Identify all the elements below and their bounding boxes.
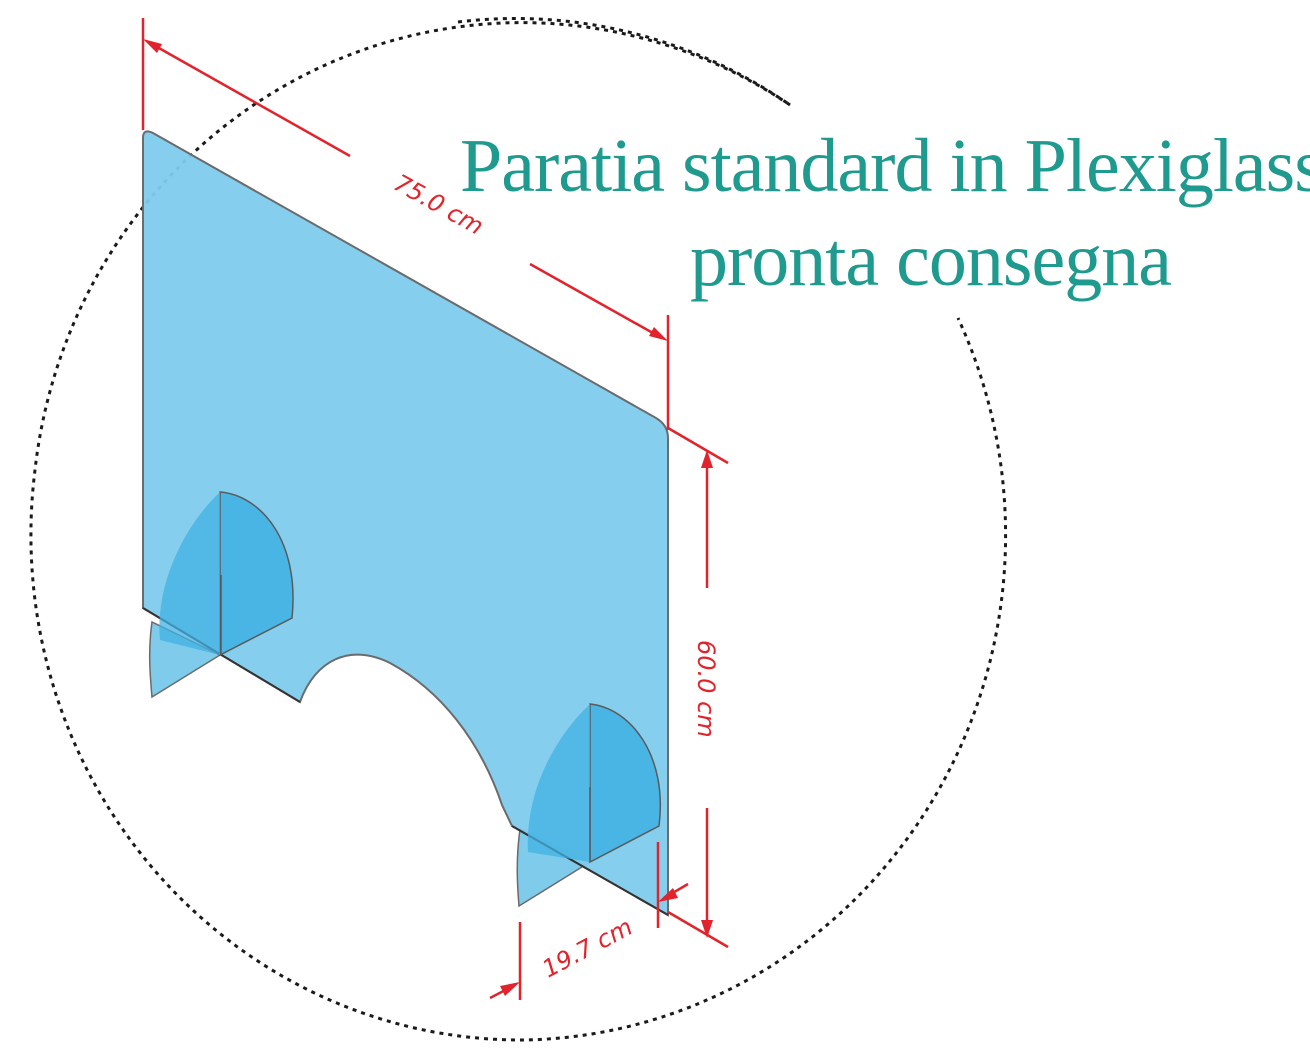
width-arrowhead-right — [649, 327, 668, 341]
height-dimension — [667, 426, 729, 949]
height-arrowhead-bottom — [701, 920, 713, 938]
height-extension-top — [667, 426, 729, 465]
plexiglass-panel — [142, 130, 669, 917]
foot-depth-dimension — [489, 842, 689, 1000]
left-foot-front-wing — [219, 491, 294, 657]
width-dimension-line-a — [149, 41, 351, 158]
right-foot-base-wing — [527, 704, 590, 862]
dotted-circle-outline — [29, 21, 1008, 1042]
width-dimension-line-b — [529, 262, 661, 339]
height-arrowhead-top — [701, 450, 713, 468]
right-foot-front-wing — [589, 703, 661, 864]
foot-depth-dimension-label: 19.7 cm — [538, 913, 637, 984]
headline-line-1: Paratia standard in Plexiglass — [460, 124, 1310, 208]
headline-line-2: pronta consegna — [690, 218, 1172, 302]
foot-depth-arrowhead-left — [500, 982, 520, 996]
width-arrowhead-left — [143, 39, 162, 53]
dotted-circle-top-segment — [457, 17, 791, 107]
width-dimension — [141, 18, 670, 430]
height-dimension-label: 60.0 cm — [692, 640, 720, 738]
height-extension-bottom — [667, 910, 729, 949]
foot-depth-arrowhead-right — [658, 888, 678, 902]
left-foot-base-wing — [159, 492, 220, 655]
